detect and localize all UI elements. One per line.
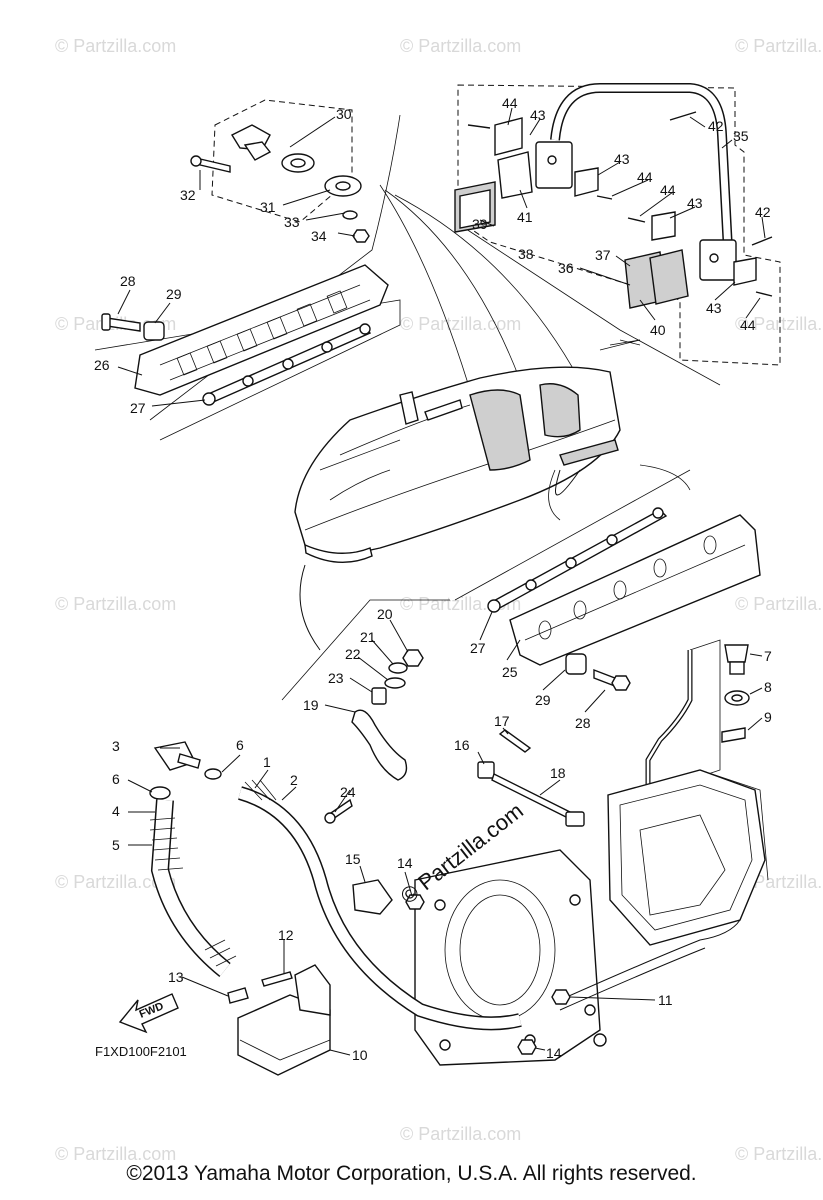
grab-handle-group: 44 43 42 35 43 44 44 43 41 39 38 42 37 3…	[454, 83, 781, 386]
callout-27: 27	[130, 400, 146, 416]
pump-housing-group: 11 14	[414, 650, 769, 1066]
callout-11: 11	[658, 992, 673, 1008]
callout-18: 18	[550, 765, 566, 781]
callout-42: 42	[755, 204, 771, 220]
watercraft-illustration	[294, 184, 641, 651]
callout-29: 29	[535, 692, 551, 708]
watermark: © Partzilla.com	[55, 594, 176, 614]
watermark: © Partzilla.com	[400, 314, 521, 334]
callout-2: 2	[290, 772, 298, 788]
callout-37: 37	[595, 247, 611, 263]
callout-6: 6	[112, 771, 120, 787]
callout-38: 38	[518, 246, 534, 262]
callout-1: 1	[263, 754, 271, 770]
callout-17: 17	[494, 713, 510, 729]
callout-40: 40	[650, 322, 666, 338]
callout-14: 14	[546, 1045, 562, 1061]
watermark: © Partzilla.com	[735, 1144, 823, 1164]
callout-5: 5	[112, 837, 120, 853]
callout-43: 43	[687, 195, 703, 211]
callout-24: 24	[340, 784, 356, 800]
callout-15: 15	[345, 851, 361, 867]
watermark: © Partzilla.com	[55, 36, 176, 56]
callout-44: 44	[740, 317, 756, 333]
callout-23: 23	[328, 670, 344, 686]
callout-34: 34	[311, 228, 327, 244]
bracket-group: 20 21 22 23 19 24	[281, 599, 450, 824]
callout-30: 30	[336, 106, 352, 122]
callout-32: 32	[180, 187, 196, 203]
latch-group: 30 32 31 33 34	[149, 99, 401, 421]
callout-9: 9	[764, 709, 772, 725]
left-rail-group: 28 29 26 27	[94, 264, 401, 441]
callout-27: 27	[470, 640, 486, 656]
callout-22: 22	[345, 646, 361, 662]
diagram-code: F1XD100F2101	[95, 1044, 187, 1059]
callout-21: 21	[360, 629, 376, 645]
callout-43: 43	[530, 107, 546, 123]
watermark: © Partzilla.com	[735, 314, 823, 334]
watermark: © Partzilla.com	[735, 36, 823, 56]
callout-19: 19	[303, 697, 319, 713]
callout-44: 44	[637, 169, 653, 185]
copyright-notice: ©2013 Yamaha Motor Corporation, U.S.A. A…	[126, 1162, 697, 1185]
watermark: © Partzilla.com	[735, 594, 823, 614]
callout-41: 41	[517, 209, 533, 225]
watermark: © Partzilla.com	[55, 872, 176, 892]
callout-33: 33	[284, 214, 300, 230]
callout-35: 35	[733, 128, 749, 144]
callout-39: 39	[472, 216, 488, 232]
watermark: © Partzilla.com	[400, 36, 521, 56]
callout-14: 14	[397, 855, 413, 871]
callout-6: 6	[236, 737, 244, 753]
callout-31: 31	[260, 199, 276, 215]
callout-43: 43	[614, 151, 630, 167]
callout-25: 25	[502, 664, 518, 680]
callout-29: 29	[166, 286, 182, 302]
callout-16: 16	[454, 737, 470, 753]
callout-13: 13	[168, 969, 184, 985]
callout-12: 12	[278, 927, 294, 943]
callout-28: 28	[120, 273, 136, 289]
callout-44: 44	[660, 182, 676, 198]
watermark: © Partzilla.com	[55, 1144, 176, 1164]
callout-43: 43	[706, 300, 722, 316]
hose-group: 3 6 1 2 6 4 5 12 13 10	[112, 737, 522, 1076]
callout-10: 10	[352, 1047, 368, 1063]
callout-26: 26	[94, 357, 110, 373]
callout-7: 7	[764, 648, 772, 664]
watermark: © Partzilla.com	[400, 1124, 521, 1144]
callout-42: 42	[708, 118, 724, 134]
callout-44: 44	[502, 95, 518, 111]
callout-4: 4	[112, 803, 120, 819]
callout-8: 8	[764, 679, 772, 695]
callout-36: 36	[558, 260, 574, 276]
fwd-arrow-icon: FWD	[118, 993, 179, 1034]
drain-plug-group: 7 8 9	[689, 639, 772, 776]
right-rail-group: 27 25 29 28	[454, 464, 761, 731]
callout-3: 3	[112, 738, 120, 754]
callout-20: 20	[377, 606, 393, 622]
callout-28: 28	[575, 715, 591, 731]
